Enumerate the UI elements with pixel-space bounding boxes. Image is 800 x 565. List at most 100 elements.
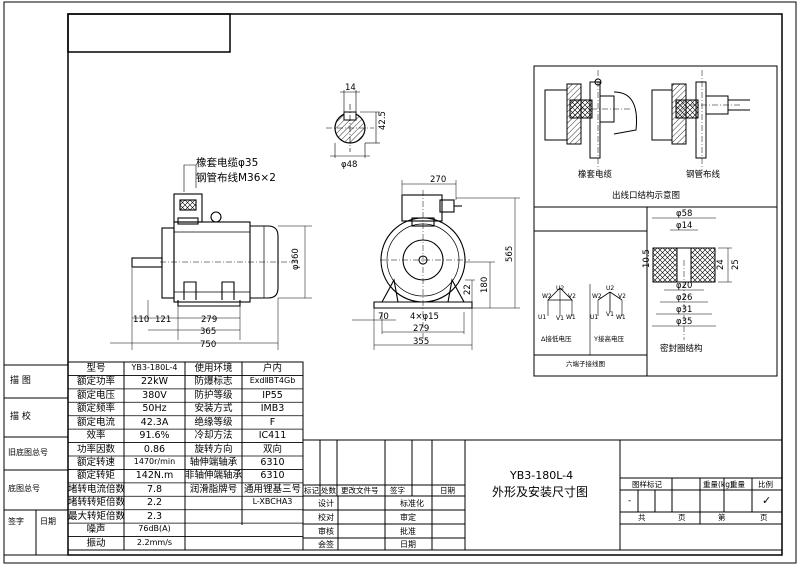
dimension-labels: 14 42.5 φ48 110 121 279 365 750 φ360 270… [133, 83, 741, 350]
dim-keyway-width: 14 [345, 83, 356, 93]
dim-shaft-dia: φ48 [341, 160, 357, 170]
spec-cell: 2.2mm/s [136, 537, 173, 547]
dim-front-355: 355 [413, 337, 429, 347]
terminal-y-v1: V1 [606, 311, 614, 318]
spec-cell: 效率 [86, 430, 106, 442]
cable-note-rubber: 橡套电缆φ35 [196, 157, 259, 169]
gland-detail-steel [651, 70, 750, 170]
terminal-labels: W2 U2 V2 U1 V1 W1 W2 U2 V2 U1 V1 W1 [538, 285, 626, 322]
dim-seal-10-5: 10.5 [642, 249, 652, 268]
top-left-code-box [67, 13, 231, 53]
dim-front-holes: 4×φ15 [410, 312, 439, 322]
terminal-delta-w1: W1 [566, 314, 576, 321]
sign-row-label: 校对 [318, 513, 334, 522]
spec-cell: 旋转方向 [194, 443, 233, 455]
inner-border [67, 13, 783, 556]
sign-row-label: 审定 [400, 513, 416, 522]
sign-row-label: 设计 [318, 499, 334, 508]
tb-sheet-total: 共 [638, 513, 646, 522]
spec-cell: 振动 [86, 537, 106, 549]
side-label-old-no: 旧底图总号 [8, 448, 48, 457]
spec-cell: 50Hz [142, 403, 167, 415]
spec-cell: IP55 [262, 389, 283, 401]
tb-header-weight-kg: 重量(kg) [703, 480, 733, 489]
tb-sheet-unit2: 页 [760, 513, 768, 522]
spec-cell: IMB3 [260, 403, 285, 415]
tb-dash: - [628, 496, 632, 506]
spec-cell: 380V [142, 389, 167, 401]
dim-front-180: 180 [480, 277, 490, 293]
gland-detail-rubber [544, 70, 638, 170]
spec-cell: 额定频率 [76, 403, 115, 415]
terminal-delta-u2: U2 [556, 285, 564, 292]
dim-front-279: 279 [413, 324, 429, 334]
spec-cell: 76dB(A) [138, 524, 171, 534]
sign-row-label: 会签 [318, 540, 334, 549]
spec-cell: 42.3A [140, 416, 169, 428]
y-caption: Y接高电压 [594, 335, 624, 343]
terminal-y-v2: V2 [618, 293, 626, 300]
table-grid [67, 361, 783, 551]
spec-cell: 安装方式 [194, 403, 233, 415]
spec-cell: 使用环境 [194, 363, 233, 374]
rev-header-date: 日期 [440, 486, 455, 495]
dim-seal-58: φ58 [676, 209, 692, 219]
dim-seal-35: φ35 [676, 317, 692, 327]
spec-cell: 噪声 [86, 524, 106, 536]
tb-header-weight: 重量 [730, 480, 745, 489]
tb-sheet-unit: 页 [678, 513, 686, 522]
spec-cell: 1470r/min [133, 457, 176, 466]
spec-cell: 22kW [141, 376, 168, 388]
spec-cell: 绝缘等级 [194, 416, 233, 428]
dim-front-22: 22 [463, 284, 473, 295]
terminal-delta-v1: V1 [556, 315, 564, 322]
spec-cell: F [269, 416, 276, 428]
terminal-y-w2: W2 [592, 293, 602, 300]
tb-sheet-no: 第 [718, 513, 726, 522]
dim-front-270: 270 [430, 175, 446, 185]
spec-cell: 0.86 [143, 443, 166, 455]
delta-caption: Δ接低电压 [541, 335, 572, 343]
spec-cell: 功率因数 [76, 443, 115, 455]
cable-note-steel: 钢管布线M36×2 [196, 172, 276, 184]
dim-side-365: 365 [200, 327, 216, 337]
dim-side-110: 110 [133, 315, 149, 325]
spec-row-lines [68, 375, 303, 537]
rev-header-sign: 签字 [390, 486, 405, 495]
spec-cell: 6310 [260, 457, 285, 468]
side-label-date: 日期 [40, 517, 56, 526]
spec-cell: 双向 [262, 443, 282, 455]
detail-caption: 出线口结构示意图 [612, 191, 681, 201]
dim-side-750: 750 [200, 340, 216, 350]
spec-cell: 冷却方法 [194, 430, 233, 442]
spec-cell: 额定功率 [76, 376, 115, 388]
spec-cell: YB3-180L-4 [131, 363, 178, 372]
spec-cell: 最大转矩倍数 [68, 510, 126, 522]
spec-cell: 型号 [86, 363, 106, 374]
terminal-y-w1: W1 [616, 314, 626, 321]
seal-ring-detail [652, 217, 732, 340]
side-label-base-no: 底图总号 [8, 484, 40, 493]
dim-seal-14: φ14 [676, 221, 692, 231]
spec-cell: 额定转矩 [76, 470, 115, 482]
spec-cell: 2.3 [146, 510, 163, 522]
detail-label-steel: 钢管布线 [686, 170, 721, 180]
terminal-y-u1: U1 [590, 314, 598, 321]
wiring-caption: 六端子接线图 [566, 360, 605, 368]
dim-seal-20: φ20 [676, 281, 692, 291]
spec-cell: 防爆标志 [194, 376, 233, 388]
dim-side-121: 121 [155, 315, 171, 325]
sign-row-label: 批准 [400, 527, 416, 536]
terminal-delta-u1: U1 [538, 314, 546, 321]
seal-caption: 密封圈结构 [660, 344, 703, 354]
rev-header-mark: 标记 [304, 486, 319, 495]
sign-row-label: 标准化 [400, 499, 424, 508]
spec-cell: ExdⅡBT4Gb [249, 376, 296, 386]
title-model: YB3-180L-4 [510, 469, 574, 482]
dim-seal-25: 25 [731, 259, 741, 270]
spec-cell: 堵转转矩倍数 [68, 497, 126, 509]
spec-cell: 润滑脂牌号 [189, 483, 238, 495]
spec-cell: 7.8 [146, 483, 163, 495]
